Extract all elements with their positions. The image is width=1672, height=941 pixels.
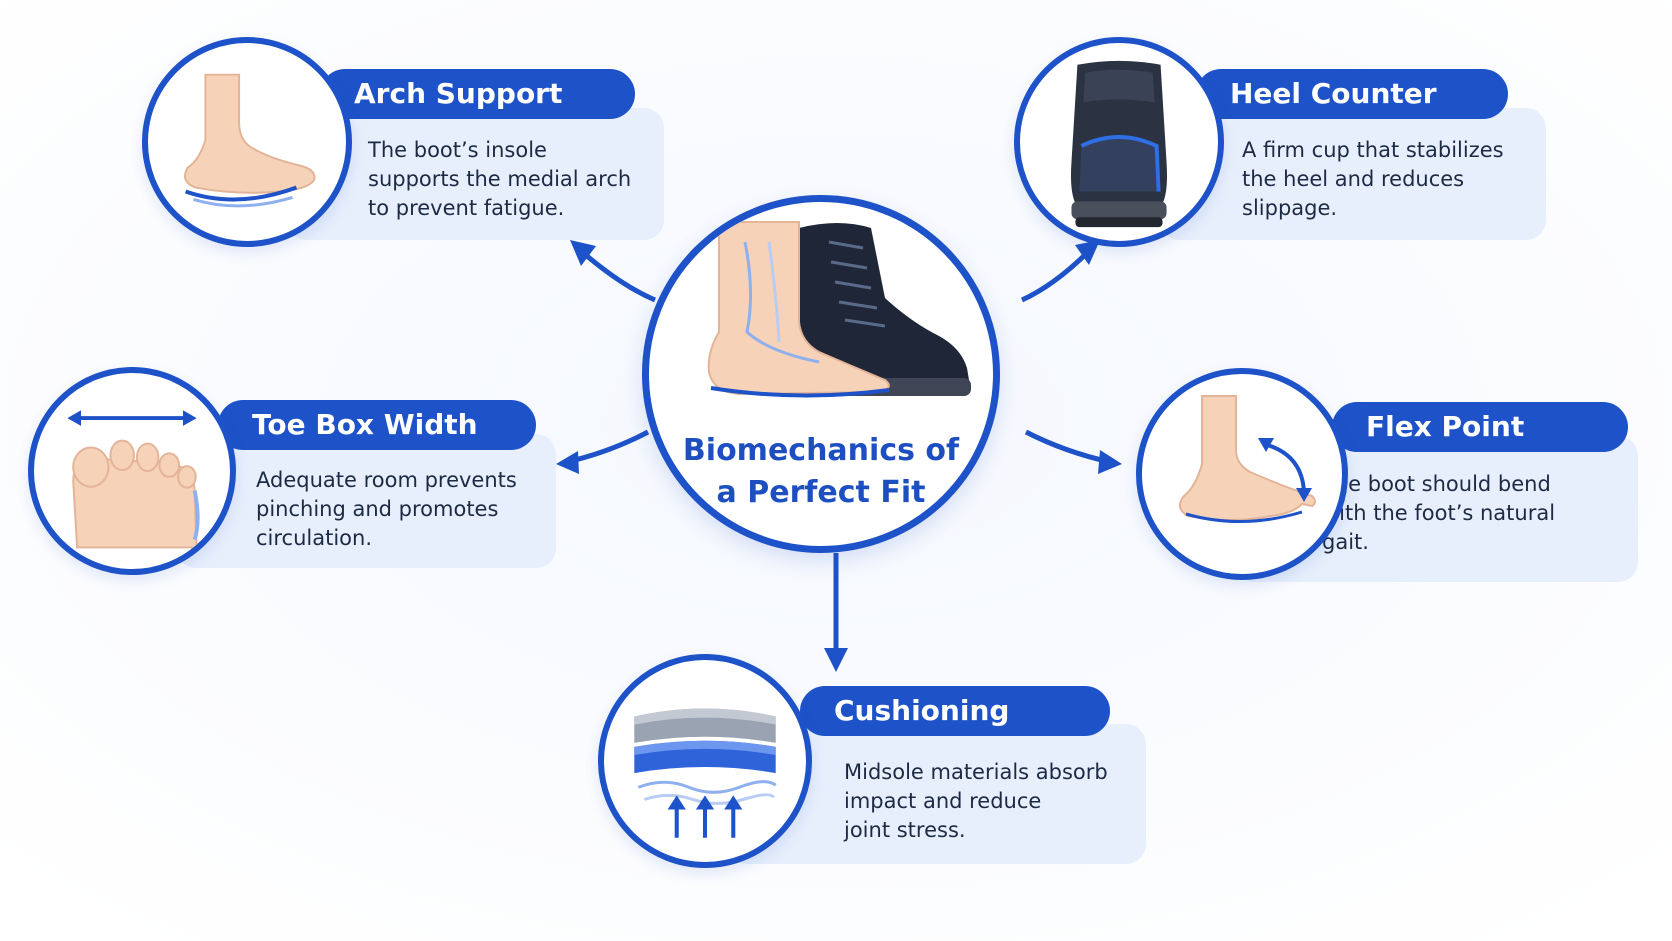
toe-box-width-icon-circle — [28, 367, 236, 575]
cushioning-description: Midsole materials absorb impact and redu… — [844, 760, 1108, 842]
foot-shape — [707, 221, 890, 396]
midsole-cushion-icon — [634, 708, 777, 838]
arrowhead-arch — [570, 240, 596, 266]
arrowhead-heel — [1075, 240, 1100, 265]
cushioning-card: Midsole materials absorb impact and redu… — [726, 724, 1146, 864]
heel-counter-title: Heel Counter — [1196, 69, 1508, 119]
heel-counter-icon-circle — [1014, 37, 1224, 247]
arrow-to-heel-counter — [1020, 248, 1092, 303]
arrowhead-flex — [1098, 450, 1122, 474]
arrow-to-arch-support — [576, 246, 656, 303]
toes-width-icon — [67, 410, 200, 549]
cushioning-title: Cushioning — [800, 686, 1110, 736]
foot-flex-icon — [1178, 395, 1316, 524]
arrowhead-cushion — [824, 648, 848, 672]
arch-support-description: The boot’s insole supports the medial ar… — [368, 138, 632, 220]
toe-box-width-card: Adequate room prevents pinching and prom… — [176, 434, 556, 568]
arrow-to-flex-point — [1024, 429, 1111, 465]
arrow-to-toe-box — [566, 429, 650, 465]
arrowhead-toe — [556, 451, 579, 474]
toe-box-width-title: Toe Box Width — [218, 400, 536, 450]
heel-counter-card: A firm cup that stabilizes the heel and … — [1160, 108, 1546, 240]
foot-and-boot-cross-section-illustration — [707, 221, 971, 398]
arch-support-icon-circle — [142, 37, 352, 247]
flex-point-icon-circle — [1136, 368, 1348, 580]
central-hub-circle: Biomechanics of a Perfect Fit — [642, 195, 1000, 553]
boot-heel-icon — [1070, 60, 1168, 228]
foot-arch-icon — [184, 73, 316, 208]
heel-counter-description: A firm cup that stabilizes the heel and … — [1242, 138, 1504, 220]
flex-point-title: Flex Point — [1332, 402, 1628, 452]
cushioning-icon-circle — [598, 654, 812, 868]
flex-point-description: The boot should bend with the foot’s nat… — [1322, 472, 1556, 554]
hub-title: Biomechanics of a Perfect Fit — [682, 433, 960, 510]
toe-box-width-description: Adequate room prevents pinching and prom… — [256, 468, 517, 550]
arch-support-title: Arch Support — [320, 69, 635, 119]
